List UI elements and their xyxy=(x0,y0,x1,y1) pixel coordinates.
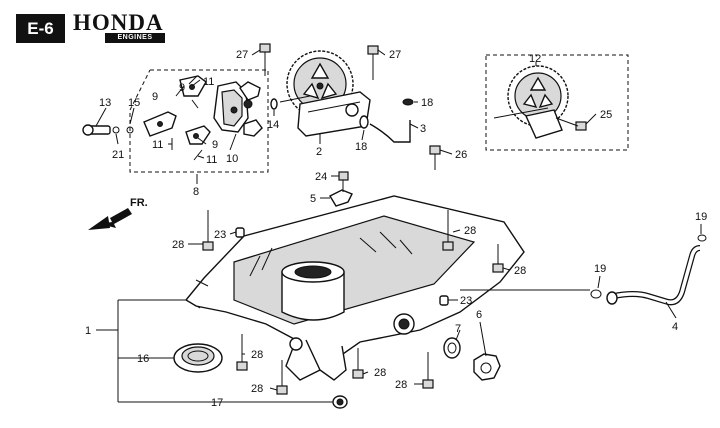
callout-26: 26 xyxy=(455,149,467,161)
callout-16: 16 xyxy=(137,353,149,365)
breather-clamp xyxy=(329,171,353,207)
governor-weight-lower xyxy=(185,125,211,145)
callout-9: 9 xyxy=(152,91,158,103)
leader-lines xyxy=(95,49,702,403)
callout-2: 2 xyxy=(316,146,322,158)
callout-18: 18 xyxy=(421,97,433,109)
callout-11: 11 xyxy=(203,76,214,88)
balancer-group-box xyxy=(485,54,629,151)
callout-27: 27 xyxy=(389,49,401,61)
callout-28: 28 xyxy=(514,265,526,277)
callout-28: 28 xyxy=(251,383,263,395)
page-code-badge: E-6 xyxy=(16,14,65,43)
small-plug-17 xyxy=(332,395,348,409)
oil-pipe-upper xyxy=(359,115,411,143)
callout-3: 3 xyxy=(420,123,426,135)
callout-11: 11 xyxy=(206,154,217,166)
callout-25: 25 xyxy=(600,109,612,121)
governor-weight-holder xyxy=(213,81,263,137)
callout-28: 28 xyxy=(172,239,184,251)
brand-sub: ENGINES xyxy=(105,33,165,43)
callout-28: 28 xyxy=(395,379,407,391)
governor-shaft xyxy=(82,124,134,136)
callout-28: 28 xyxy=(251,349,263,361)
oil-pump-body xyxy=(279,91,371,137)
callout-14: 14 xyxy=(267,119,279,131)
callout-10: 10 xyxy=(226,153,238,165)
callout-19: 19 xyxy=(695,211,707,223)
page-code: E-6 xyxy=(27,18,54,38)
callout-13: 13 xyxy=(99,97,111,109)
oil-seal xyxy=(173,343,223,373)
callout-4: 4 xyxy=(672,321,678,333)
forward-label: FR. xyxy=(130,197,148,209)
callout-19: 19 xyxy=(594,263,606,275)
o-ring-18 xyxy=(402,98,414,106)
callout-7: 7 xyxy=(455,323,461,335)
callout-15: 15 xyxy=(128,97,140,109)
callouts: 27 27 11 9 9 13 15 21 11 9 11 10 8 14 2 … xyxy=(85,49,707,409)
callout-5: 5 xyxy=(310,193,316,205)
callout-11: 11 xyxy=(152,139,163,151)
callout-12: 12 xyxy=(529,53,541,65)
brand-name: HONDA xyxy=(73,10,164,35)
callout-23: 23 xyxy=(214,229,226,241)
bolt-26 xyxy=(429,145,441,170)
governor-weight-left xyxy=(143,111,177,137)
callout-18: 18 xyxy=(355,141,367,153)
brand-logo: HONDA ENGINES xyxy=(73,10,165,43)
callout-6: 6 xyxy=(476,309,482,321)
callout-9: 9 xyxy=(212,139,218,151)
drain-plug xyxy=(473,353,501,381)
forward-arrow-icon xyxy=(88,208,132,230)
oil-pump-bolt-left xyxy=(259,43,271,76)
oil-pipe-lower xyxy=(606,245,701,306)
oil-pump-bolt-right xyxy=(367,45,379,80)
callout-1: 1 xyxy=(85,325,91,337)
cover-bolts-bottom xyxy=(236,334,434,395)
balancer-bracket xyxy=(525,109,563,139)
callout-17: 17 xyxy=(211,397,223,409)
o-rings-19 xyxy=(590,234,707,299)
callout-27: 27 xyxy=(236,49,248,61)
oil-pump-washer xyxy=(270,98,278,110)
callout-8: 8 xyxy=(193,186,199,198)
governor-group-box xyxy=(129,69,269,173)
crankcase-cover xyxy=(184,195,525,381)
balancer-bolt xyxy=(555,117,587,131)
callout-21: 21 xyxy=(112,149,124,161)
callout-24: 24 xyxy=(315,171,327,183)
drain-plug-washer xyxy=(443,337,461,359)
callout-9: 9 xyxy=(179,82,185,94)
callout-28: 28 xyxy=(464,225,476,237)
callout-23: 23 xyxy=(460,295,472,307)
callout-28: 28 xyxy=(374,367,386,379)
cover-bolts-top xyxy=(202,210,504,273)
